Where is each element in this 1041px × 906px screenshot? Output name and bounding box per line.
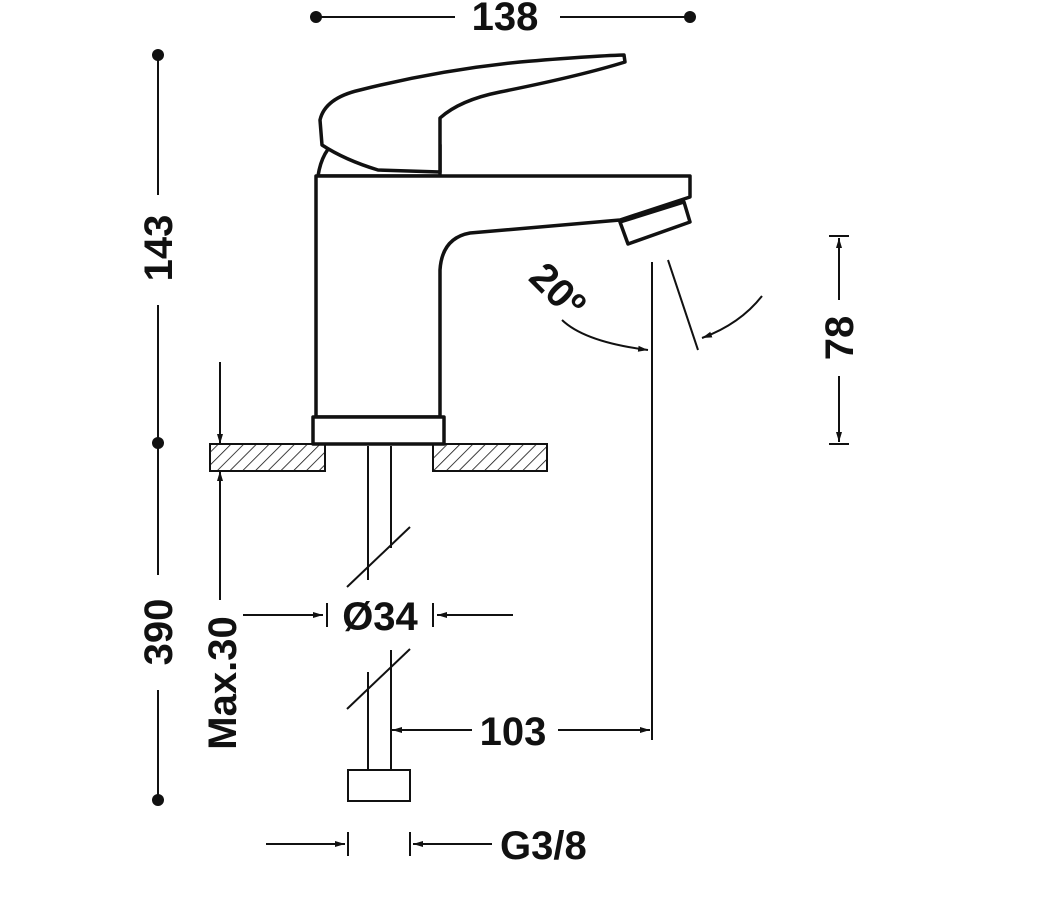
dimension-spout-reach: 103 [392, 710, 650, 754]
dimension-pipe-diameter: Ø34 [243, 595, 513, 639]
dimension-connector: G3/8 [266, 824, 587, 868]
dimension-left-vertical: 143 390 [137, 49, 181, 806]
dimension-deck-thickness-label: Max.30 [201, 616, 245, 749]
dimension-spout-height: 78 [818, 235, 862, 445]
dimension-pipe-length-label: 390 [137, 599, 181, 666]
dimension-spout-reach-label: 103 [480, 710, 547, 754]
dimension-total-height-label: 143 [137, 215, 181, 282]
dimension-deck-thickness: Max.30 [201, 362, 245, 750]
dimension-top-width: 138 [310, 0, 696, 39]
spout-angle-label: 20º [521, 254, 594, 327]
faucet-body [311, 53, 692, 446]
dimension-spout-height-label: 78 [818, 316, 862, 361]
dimension-pipe-diameter-label: Ø34 [342, 595, 418, 639]
dimension-top-width-label: 138 [472, 0, 539, 39]
dimension-connector-label: G3/8 [500, 824, 587, 868]
deck-surface [209, 443, 548, 472]
spout-angle-indicator: 20º [521, 254, 763, 740]
supply-pipe [346, 446, 411, 802]
